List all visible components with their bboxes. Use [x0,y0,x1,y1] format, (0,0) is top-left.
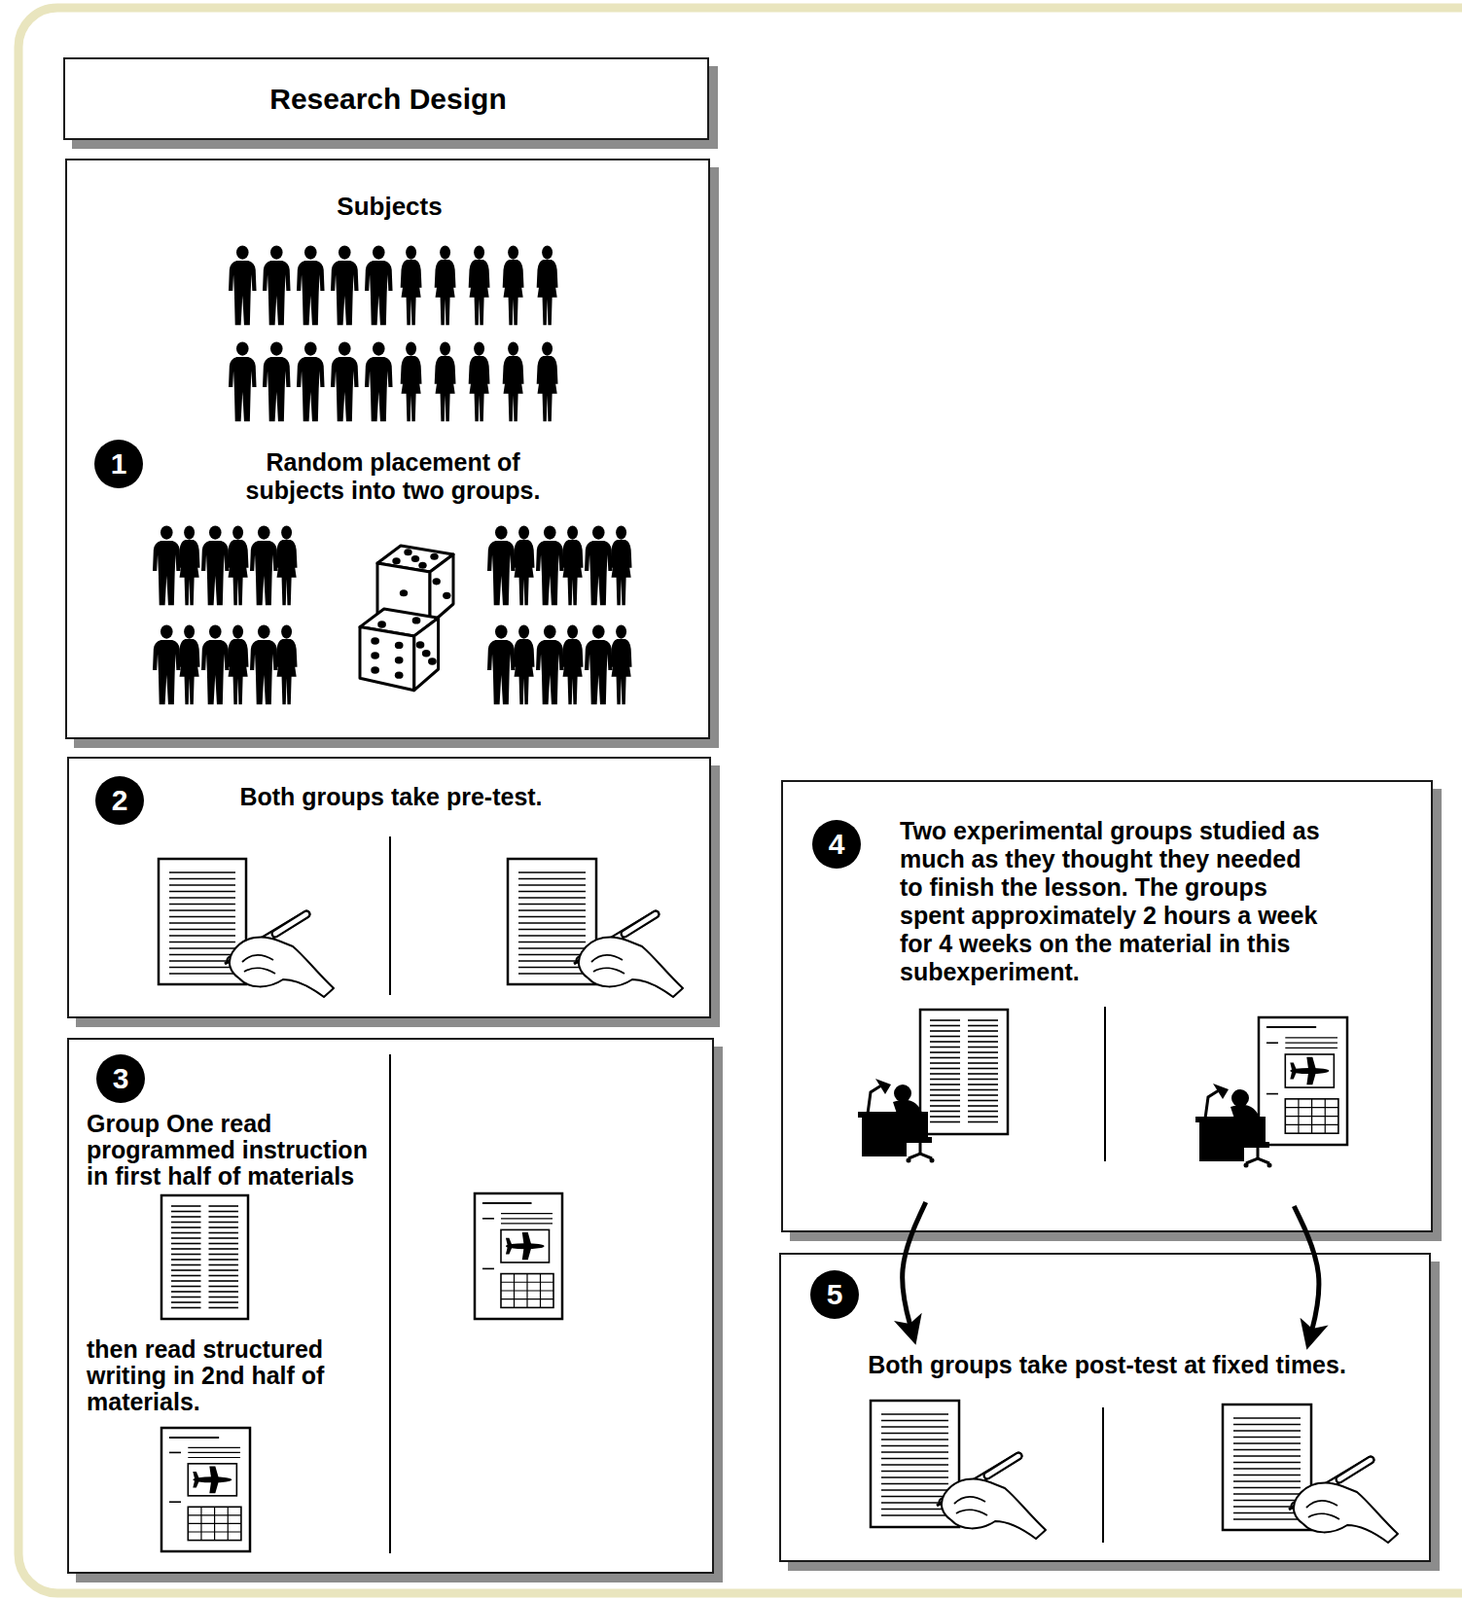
step-text: Both groups take post-test at fixed time… [781,1350,1433,1380]
callout-number: 2 [95,776,144,825]
step-text: Group One read programmed instruction in… [86,1110,389,1190]
panel-heading: Subjects [67,191,713,221]
callout-number: 3 [96,1054,145,1104]
step-text: Two experimental groups studied as much … [899,817,1329,987]
frame-border [18,7,1462,1594]
title-box: Research Design [63,57,710,141]
step-text: Random placement of subjects into two gr… [232,448,554,505]
step-panel: Both groups take post-test at fixed time… [779,1252,1431,1563]
title-text: Research Design [65,82,712,116]
step-text: Both groups take pre-test. [69,782,714,812]
callout-number: 4 [812,820,861,869]
step-panel: SubjectsRandom placement of subjects int… [65,158,711,740]
callout-number: 1 [94,439,143,489]
step-panel: Both groups take pre-test.2 [67,756,712,1019]
step-panel: Two experimental groups studied as much … [781,780,1433,1233]
step-text: then read structured writing in 2nd half… [86,1336,389,1416]
callout-number: 5 [810,1270,859,1320]
step-panel: Group One read programmed instruction in… [67,1037,714,1574]
